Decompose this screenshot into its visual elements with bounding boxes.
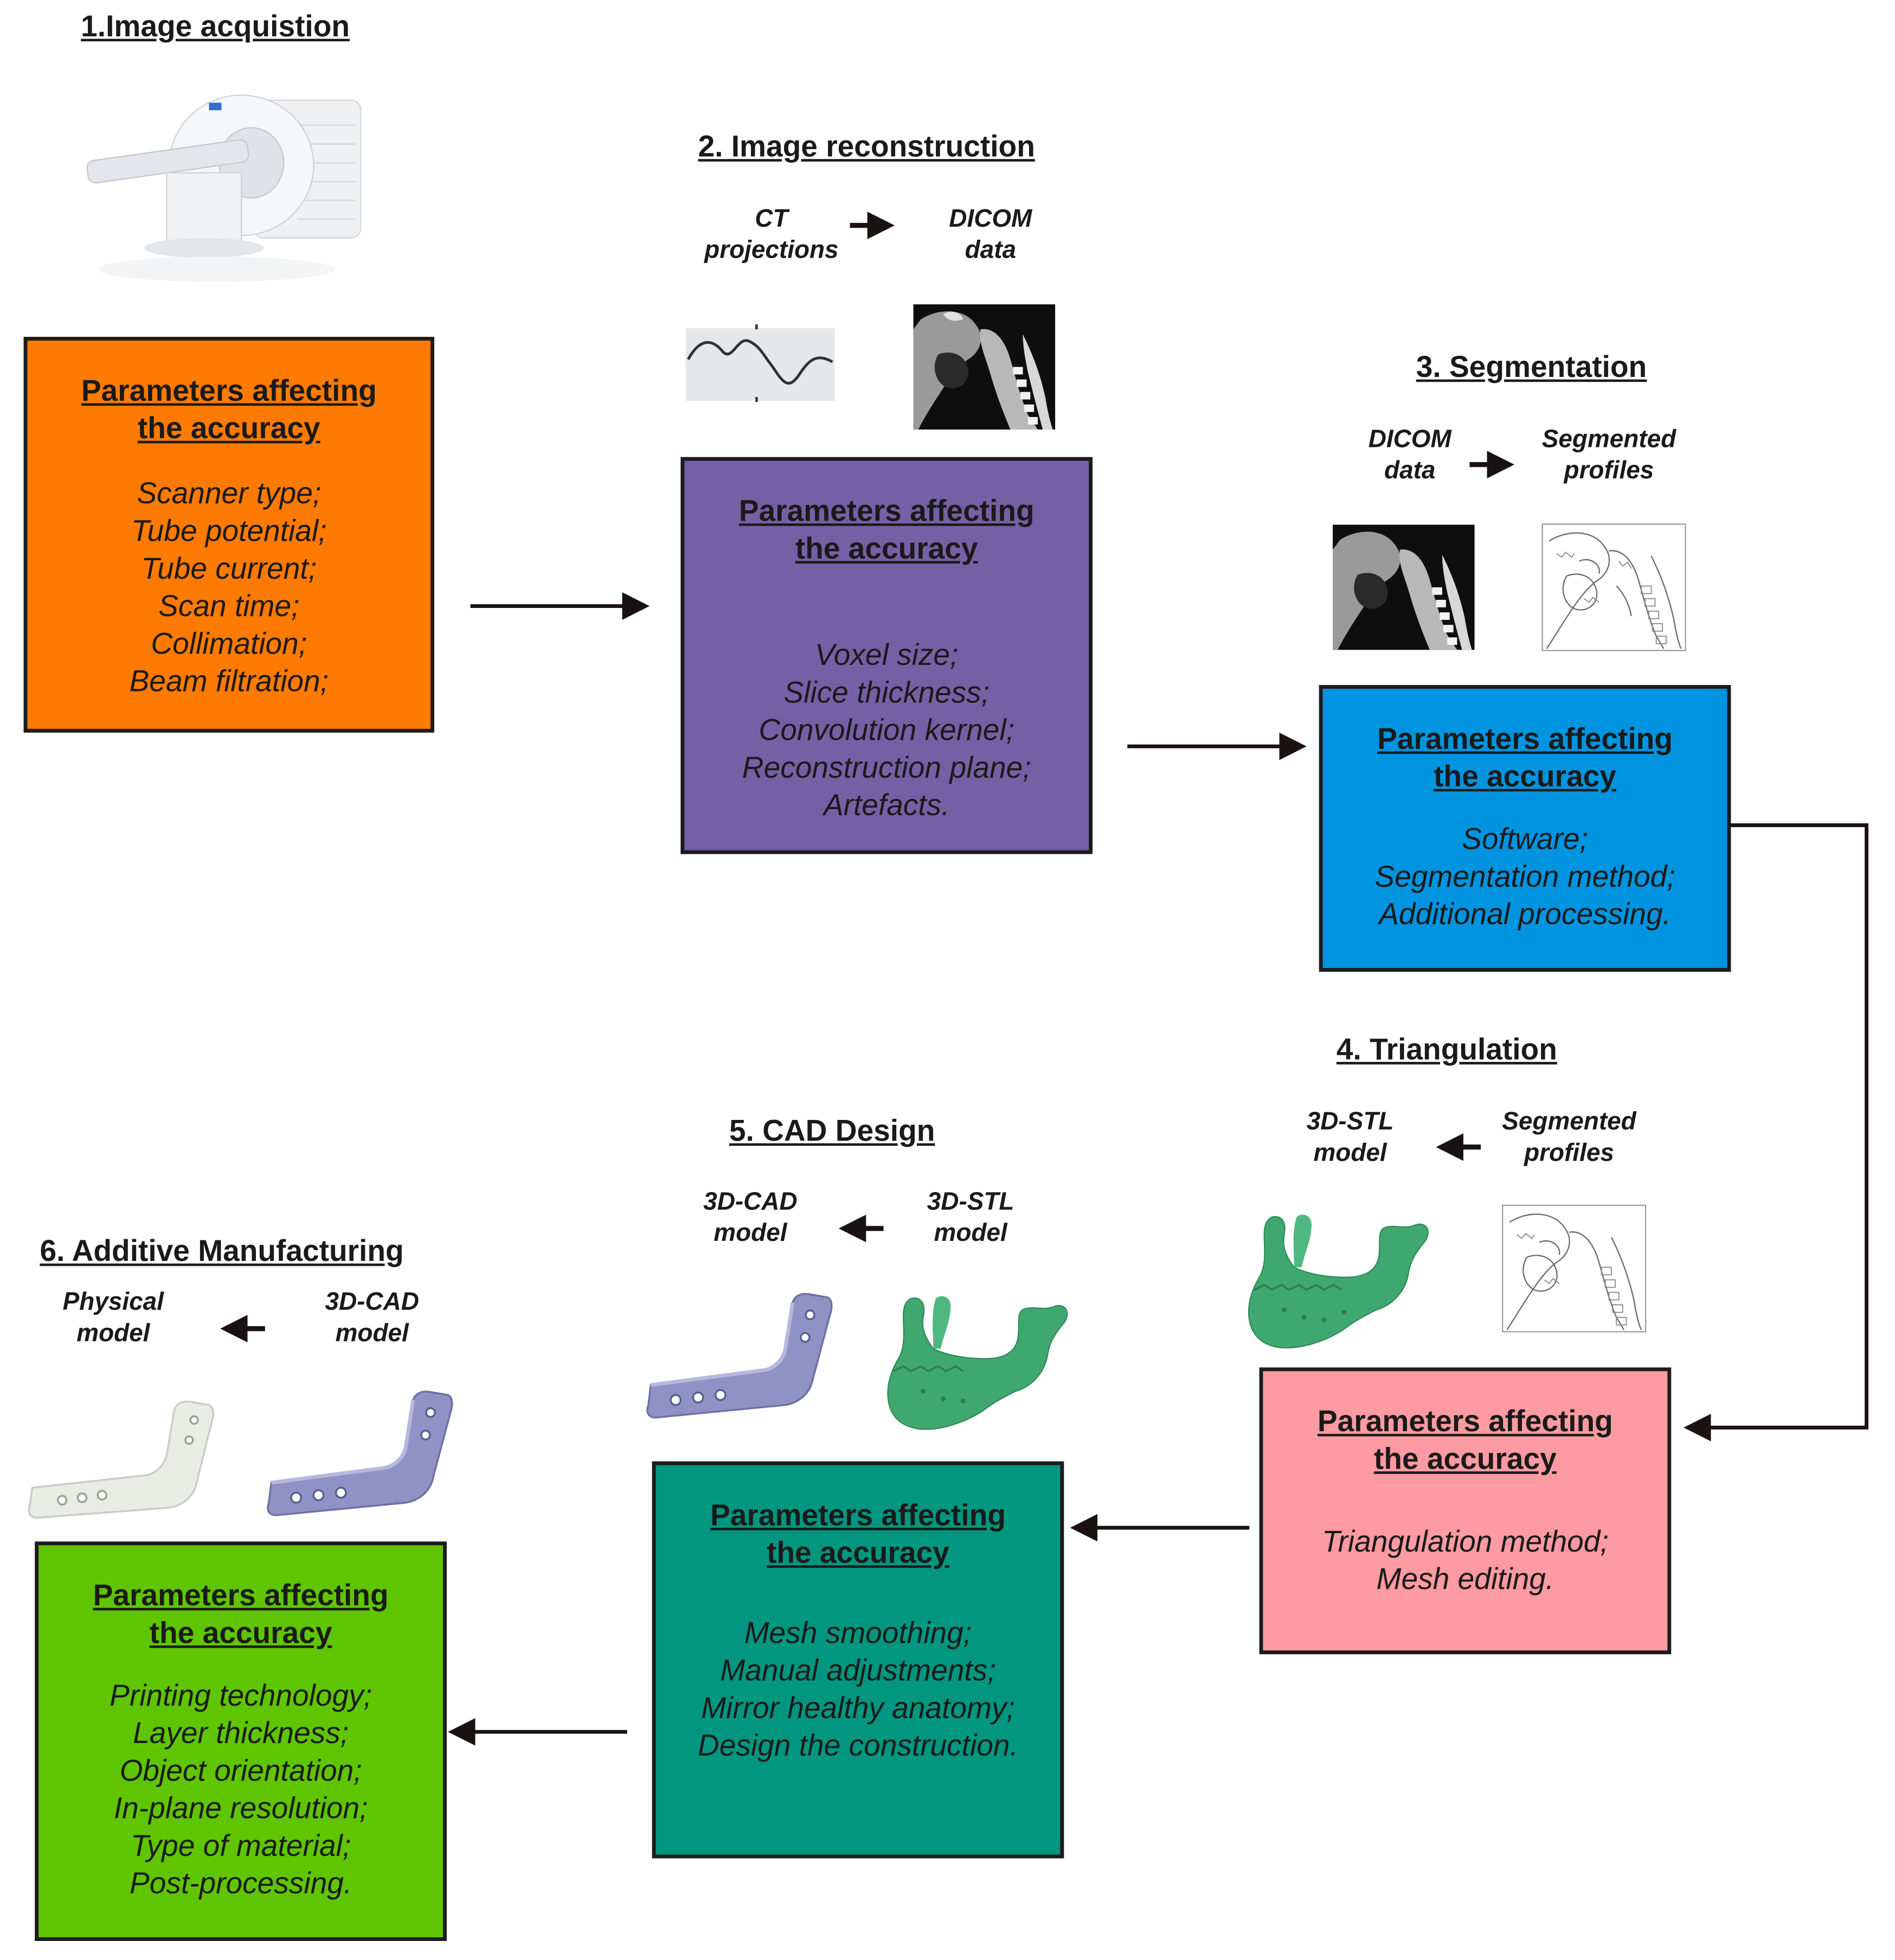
ct-slice-icon bbox=[1332, 524, 1475, 650]
step6-output-label: Physical model bbox=[62, 1288, 164, 1348]
step3-parameters-box: Parameters affecting the accuracy Softwa… bbox=[1319, 685, 1731, 972]
step5-parameter-list: Mesh smoothing; Manual adjustments; Mirr… bbox=[697, 1616, 1018, 1764]
step2-input-label: CT projections bbox=[704, 205, 839, 265]
step2-parameters-box: Parameters affecting the accuracy Voxel … bbox=[680, 457, 1093, 854]
step5-title: 5. CAD Design bbox=[729, 1114, 935, 1149]
step2-title: 2. Image reconstruction bbox=[698, 130, 1035, 164]
step4-input-label: Segmented profiles bbox=[1502, 1108, 1636, 1167]
step5-output-label: 3D-CAD model bbox=[703, 1188, 798, 1247]
step2-parameter-list: Voxel size; Slice thickness; Convolution… bbox=[742, 638, 1031, 823]
step6-input-label: 3D-CAD model bbox=[325, 1288, 419, 1348]
step5-box-heading: Parameters affecting the accuracy bbox=[710, 1498, 1006, 1571]
step5-parameters-box: Parameters affecting the accuracy Mesh s… bbox=[652, 1461, 1064, 1859]
step4-title: 4. Triangulation bbox=[1336, 1033, 1557, 1067]
step3-parameter-list: Software; Segmentation method; Additiona… bbox=[1374, 823, 1675, 932]
step1-title: 1.Image acquistion bbox=[81, 10, 350, 44]
ct-scanner-icon bbox=[86, 94, 362, 282]
step3-output-label: Segmented profiles bbox=[1541, 426, 1676, 485]
bone-plate-icon bbox=[267, 1391, 453, 1516]
step4-parameters-box: Parameters affecting the accuracy Triang… bbox=[1259, 1367, 1672, 1655]
mandible-model-icon bbox=[887, 1296, 1068, 1430]
segmented-profile-icon bbox=[1502, 1205, 1647, 1333]
step1-parameters-box: Parameters affecting the accuracy Scanne… bbox=[23, 337, 434, 733]
step3-title: 3. Segmentation bbox=[1416, 350, 1647, 385]
step4-box-heading: Parameters affecting the accuracy bbox=[1317, 1405, 1613, 1477]
step4-output-label: 3D-STL model bbox=[1306, 1108, 1394, 1167]
mandible-model-icon bbox=[1248, 1214, 1429, 1349]
bone-plate-icon bbox=[28, 1400, 214, 1519]
step6-parameter-list: Printing technology; Layer thickness; Ob… bbox=[110, 1679, 372, 1901]
segmented-profile-icon bbox=[1541, 523, 1686, 651]
step3-box-heading: Parameters affecting the accuracy bbox=[1377, 722, 1673, 794]
bone-plate-icon bbox=[646, 1293, 833, 1419]
step5-input-label: 3D-STL model bbox=[927, 1188, 1014, 1247]
step3-input-label: DICOM data bbox=[1368, 426, 1451, 485]
step1-box-heading: Parameters affecting the accuracy bbox=[81, 374, 377, 446]
step1-parameter-list: Scanner type; Tube potential; Tube curre… bbox=[129, 477, 329, 699]
step2-output-label: DICOM data bbox=[949, 205, 1032, 265]
ct-slice-icon bbox=[913, 304, 1056, 430]
step2-box-heading: Parameters affecting the accuracy bbox=[738, 495, 1035, 566]
arrow-step3-to-step4 bbox=[1684, 823, 1868, 1442]
step6-box-heading: Parameters affecting the accuracy bbox=[93, 1579, 389, 1651]
step4-parameter-list: Triangulation method; Mesh editing. bbox=[1322, 1525, 1609, 1597]
sinogram-icon bbox=[685, 324, 835, 402]
step6-title: 6. Additive Manufacturing bbox=[40, 1234, 404, 1269]
step6-parameters-box: Parameters affecting the accuracy Printi… bbox=[35, 1541, 447, 1941]
